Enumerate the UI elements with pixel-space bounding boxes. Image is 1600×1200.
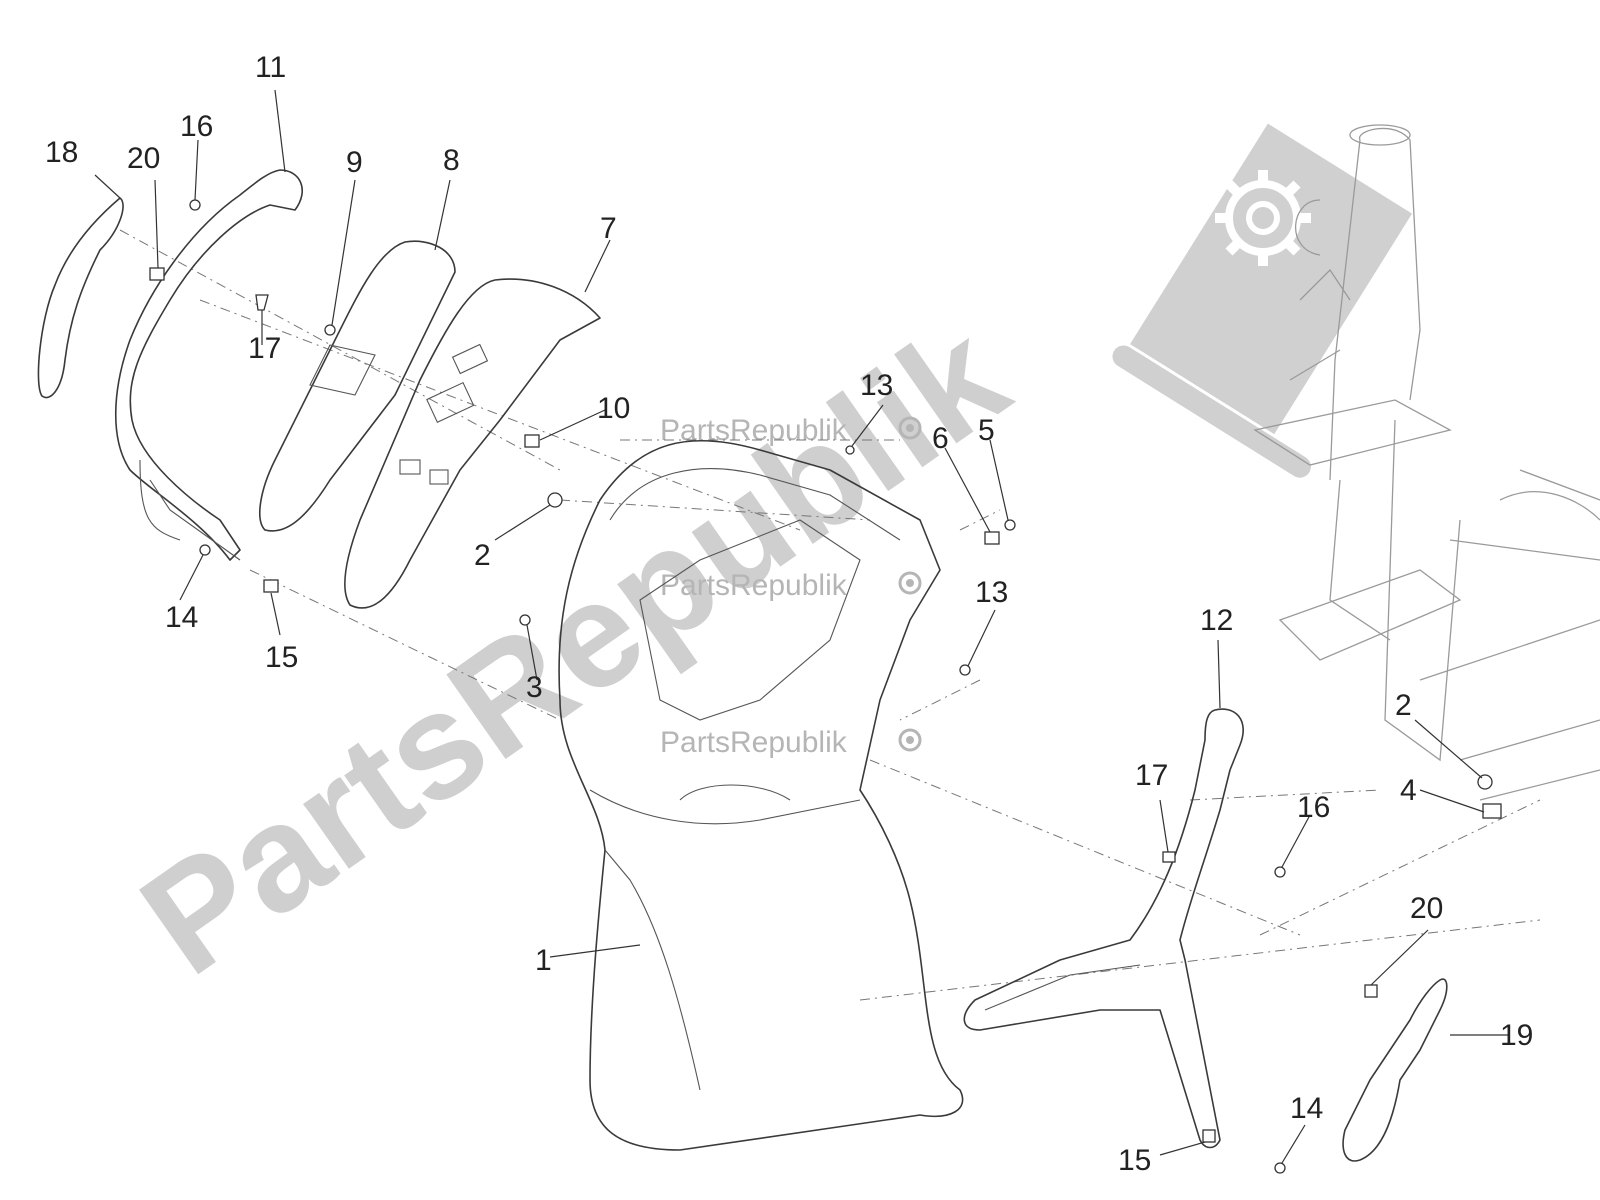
callout-20-left: 20 [127, 142, 160, 175]
callout-7: 7 [600, 212, 617, 245]
screw-13a [845, 445, 855, 455]
screw-13b [959, 664, 971, 676]
callout-1: 1 [535, 944, 552, 977]
clip-20a [149, 267, 165, 281]
callout-16-left: 16 [180, 110, 213, 143]
part-1-front-shield [558, 439, 964, 1151]
part-8-center-cover [259, 240, 456, 532]
part-11-inner-edge [139, 459, 181, 541]
watermark-flag [1112, 123, 1413, 478]
part-18-side-trim [37, 197, 124, 399]
callout-12: 12 [1200, 604, 1233, 637]
callout-2-right: 2 [1395, 689, 1412, 722]
part-8-detail [309, 344, 376, 396]
nut-4 [1482, 803, 1502, 819]
part-1-lower-opening [679, 784, 791, 801]
callout-18: 18 [45, 136, 78, 169]
callout-8: 8 [443, 144, 460, 177]
callout-10: 10 [597, 392, 630, 425]
part-1-window [639, 519, 861, 721]
callout-11: 11 [255, 51, 286, 84]
alignment-lines [119, 229, 1541, 1001]
screw-3 [519, 614, 531, 626]
callout-16-right: 16 [1297, 791, 1330, 824]
part-19-side-trim [1342, 978, 1448, 1162]
part-7-slot-3 [399, 459, 421, 475]
screw-14a [199, 544, 211, 556]
part-11-upper-trim [114, 169, 304, 561]
clip-17b [1162, 851, 1176, 863]
callout-15-left: 15 [265, 641, 298, 674]
callout-5: 5 [978, 414, 995, 447]
callout-14-left: 14 [165, 601, 198, 634]
callouts: 1 2 2 3 4 5 6 7 8 9 10 11 12 13 13 14 14… [45, 51, 1533, 1177]
callout-19: 19 [1500, 1019, 1533, 1052]
callout-17-left: 17 [248, 332, 281, 365]
screw-5 [1004, 519, 1016, 531]
screw-2b [1477, 774, 1493, 790]
watermark-small-text-3: PartsRepublik [660, 726, 848, 759]
part-7-slot-2 [451, 343, 489, 375]
callout-3: 3 [526, 671, 543, 704]
part-1-middle-rim [589, 789, 861, 825]
callout-15-right: 15 [1118, 1144, 1151, 1177]
clip-17a [255, 294, 269, 311]
callout-4: 4 [1400, 774, 1417, 807]
part-11-lower-edge [149, 479, 241, 561]
screw-2a [547, 492, 563, 508]
hardware [149, 199, 1502, 1174]
part-7-slot-1 [426, 381, 475, 423]
watermark-gear-icon-1 [898, 416, 922, 440]
watermark-gear-icon-3 [898, 728, 922, 752]
callout-6: 6 [932, 422, 949, 455]
watermark-small-text-2: PartsRepublik [660, 569, 848, 602]
part-12-inner-edge [984, 964, 1141, 1011]
callout-17-right: 17 [1135, 759, 1168, 792]
callout-14-right: 14 [1290, 1092, 1323, 1125]
clip-6 [984, 531, 1000, 545]
callout-9: 9 [346, 146, 363, 179]
screw-16a [189, 199, 201, 211]
part-1-face-line [604, 849, 701, 1091]
watermark: PartsRepublik PartsRepublik PartsRepubli… [112, 123, 1413, 1006]
clip-15a [263, 579, 279, 593]
clip-20b [1364, 984, 1378, 998]
part-7-inner-panel [344, 278, 601, 609]
watermark-big-text: PartsRepublik [112, 290, 1035, 1006]
screw-14b [1274, 1162, 1286, 1174]
clip-10 [524, 434, 540, 448]
part-12-lower-trim [963, 708, 1244, 1149]
leader-lines [94, 89, 1510, 1164]
callout-2-left: 2 [474, 539, 491, 572]
clip-15b [1202, 1129, 1216, 1143]
screw-16b [1274, 866, 1286, 878]
part-7-slot-4 [429, 469, 449, 485]
callout-13-top: 13 [860, 369, 893, 402]
callout-13-mid: 13 [975, 576, 1008, 609]
screw-9 [324, 324, 336, 336]
watermark-gear-icon-2 [898, 571, 922, 595]
callout-20-right: 20 [1410, 892, 1443, 925]
steering-frame [1253, 124, 1600, 801]
part-1-upper-rim [609, 468, 901, 541]
